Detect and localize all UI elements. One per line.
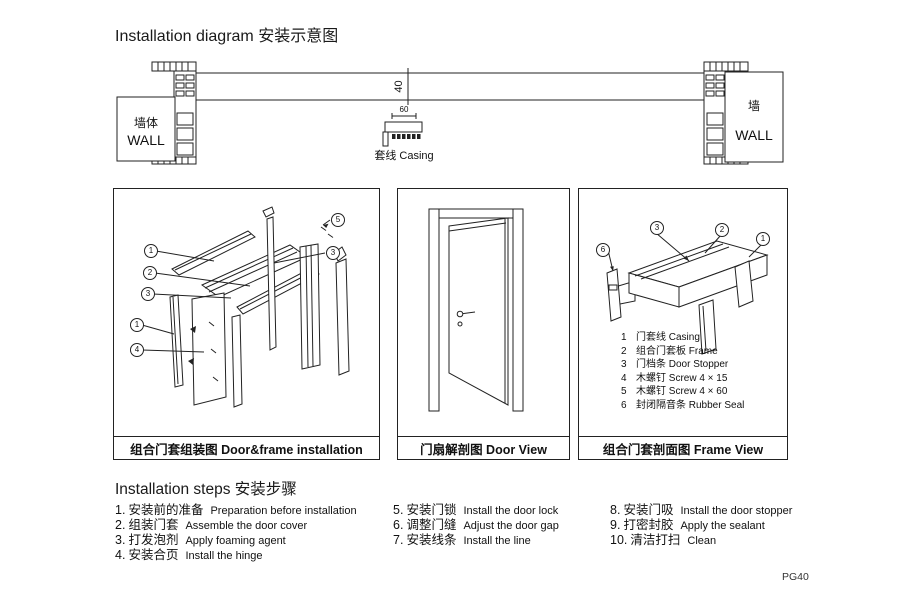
callout-1-casing-line: 1 [756, 232, 770, 246]
frame-view-drawing [606, 232, 769, 355]
frame-panel-caption: 组合门套剖面图 Frame View [578, 436, 788, 460]
callout-3b-stopper: 3 [326, 246, 340, 260]
page-number: PG40 [782, 571, 809, 583]
callout-5-screw: 5 [331, 213, 345, 227]
callout-2-frame-board: 2 [715, 223, 729, 237]
wall-left-cn: 墙体 [134, 116, 158, 130]
callout-1-casing: 1 [144, 244, 158, 258]
top-cross-section-diagram: 墙体 WALL 40 60 套线 Casing [110, 55, 790, 172]
exploded-view-panel: 1 2 3 1 4 5 3 [113, 188, 380, 438]
door-view-drawing [428, 208, 524, 412]
callout-3-stopper: 3 [141, 287, 155, 301]
callout-3-door-stopper: 3 [650, 221, 664, 235]
wall-right-cn: 墙 [748, 99, 760, 113]
page-title: Installation diagram 安装示意图 [115, 28, 339, 45]
callout-1b-casing: 1 [130, 318, 144, 332]
casing-width-dimension: 60 [400, 105, 409, 114]
thickness-dimension: 40 [393, 80, 405, 92]
callout-6-rubber-seal: 6 [596, 243, 610, 257]
callout-4-screw: 4 [130, 343, 144, 357]
exploded-panel-caption: 组合门套组装图 Door&frame installation [113, 436, 380, 460]
callout-2-frame: 2 [143, 266, 157, 280]
steps-title: Installation steps 安装步骤 [115, 481, 297, 498]
exploded-view-drawing [141, 206, 350, 408]
door-view-panel [397, 188, 570, 438]
casing-label: 套线 Casing [374, 148, 433, 162]
cross-section-drawing: 墙体 WALL 40 60 套线 Casing [116, 61, 784, 165]
door-panel-caption: 门扇解剖图 Door View [397, 436, 570, 460]
wall-right-en: WALL [735, 127, 773, 143]
wall-left-en: WALL [127, 132, 165, 148]
